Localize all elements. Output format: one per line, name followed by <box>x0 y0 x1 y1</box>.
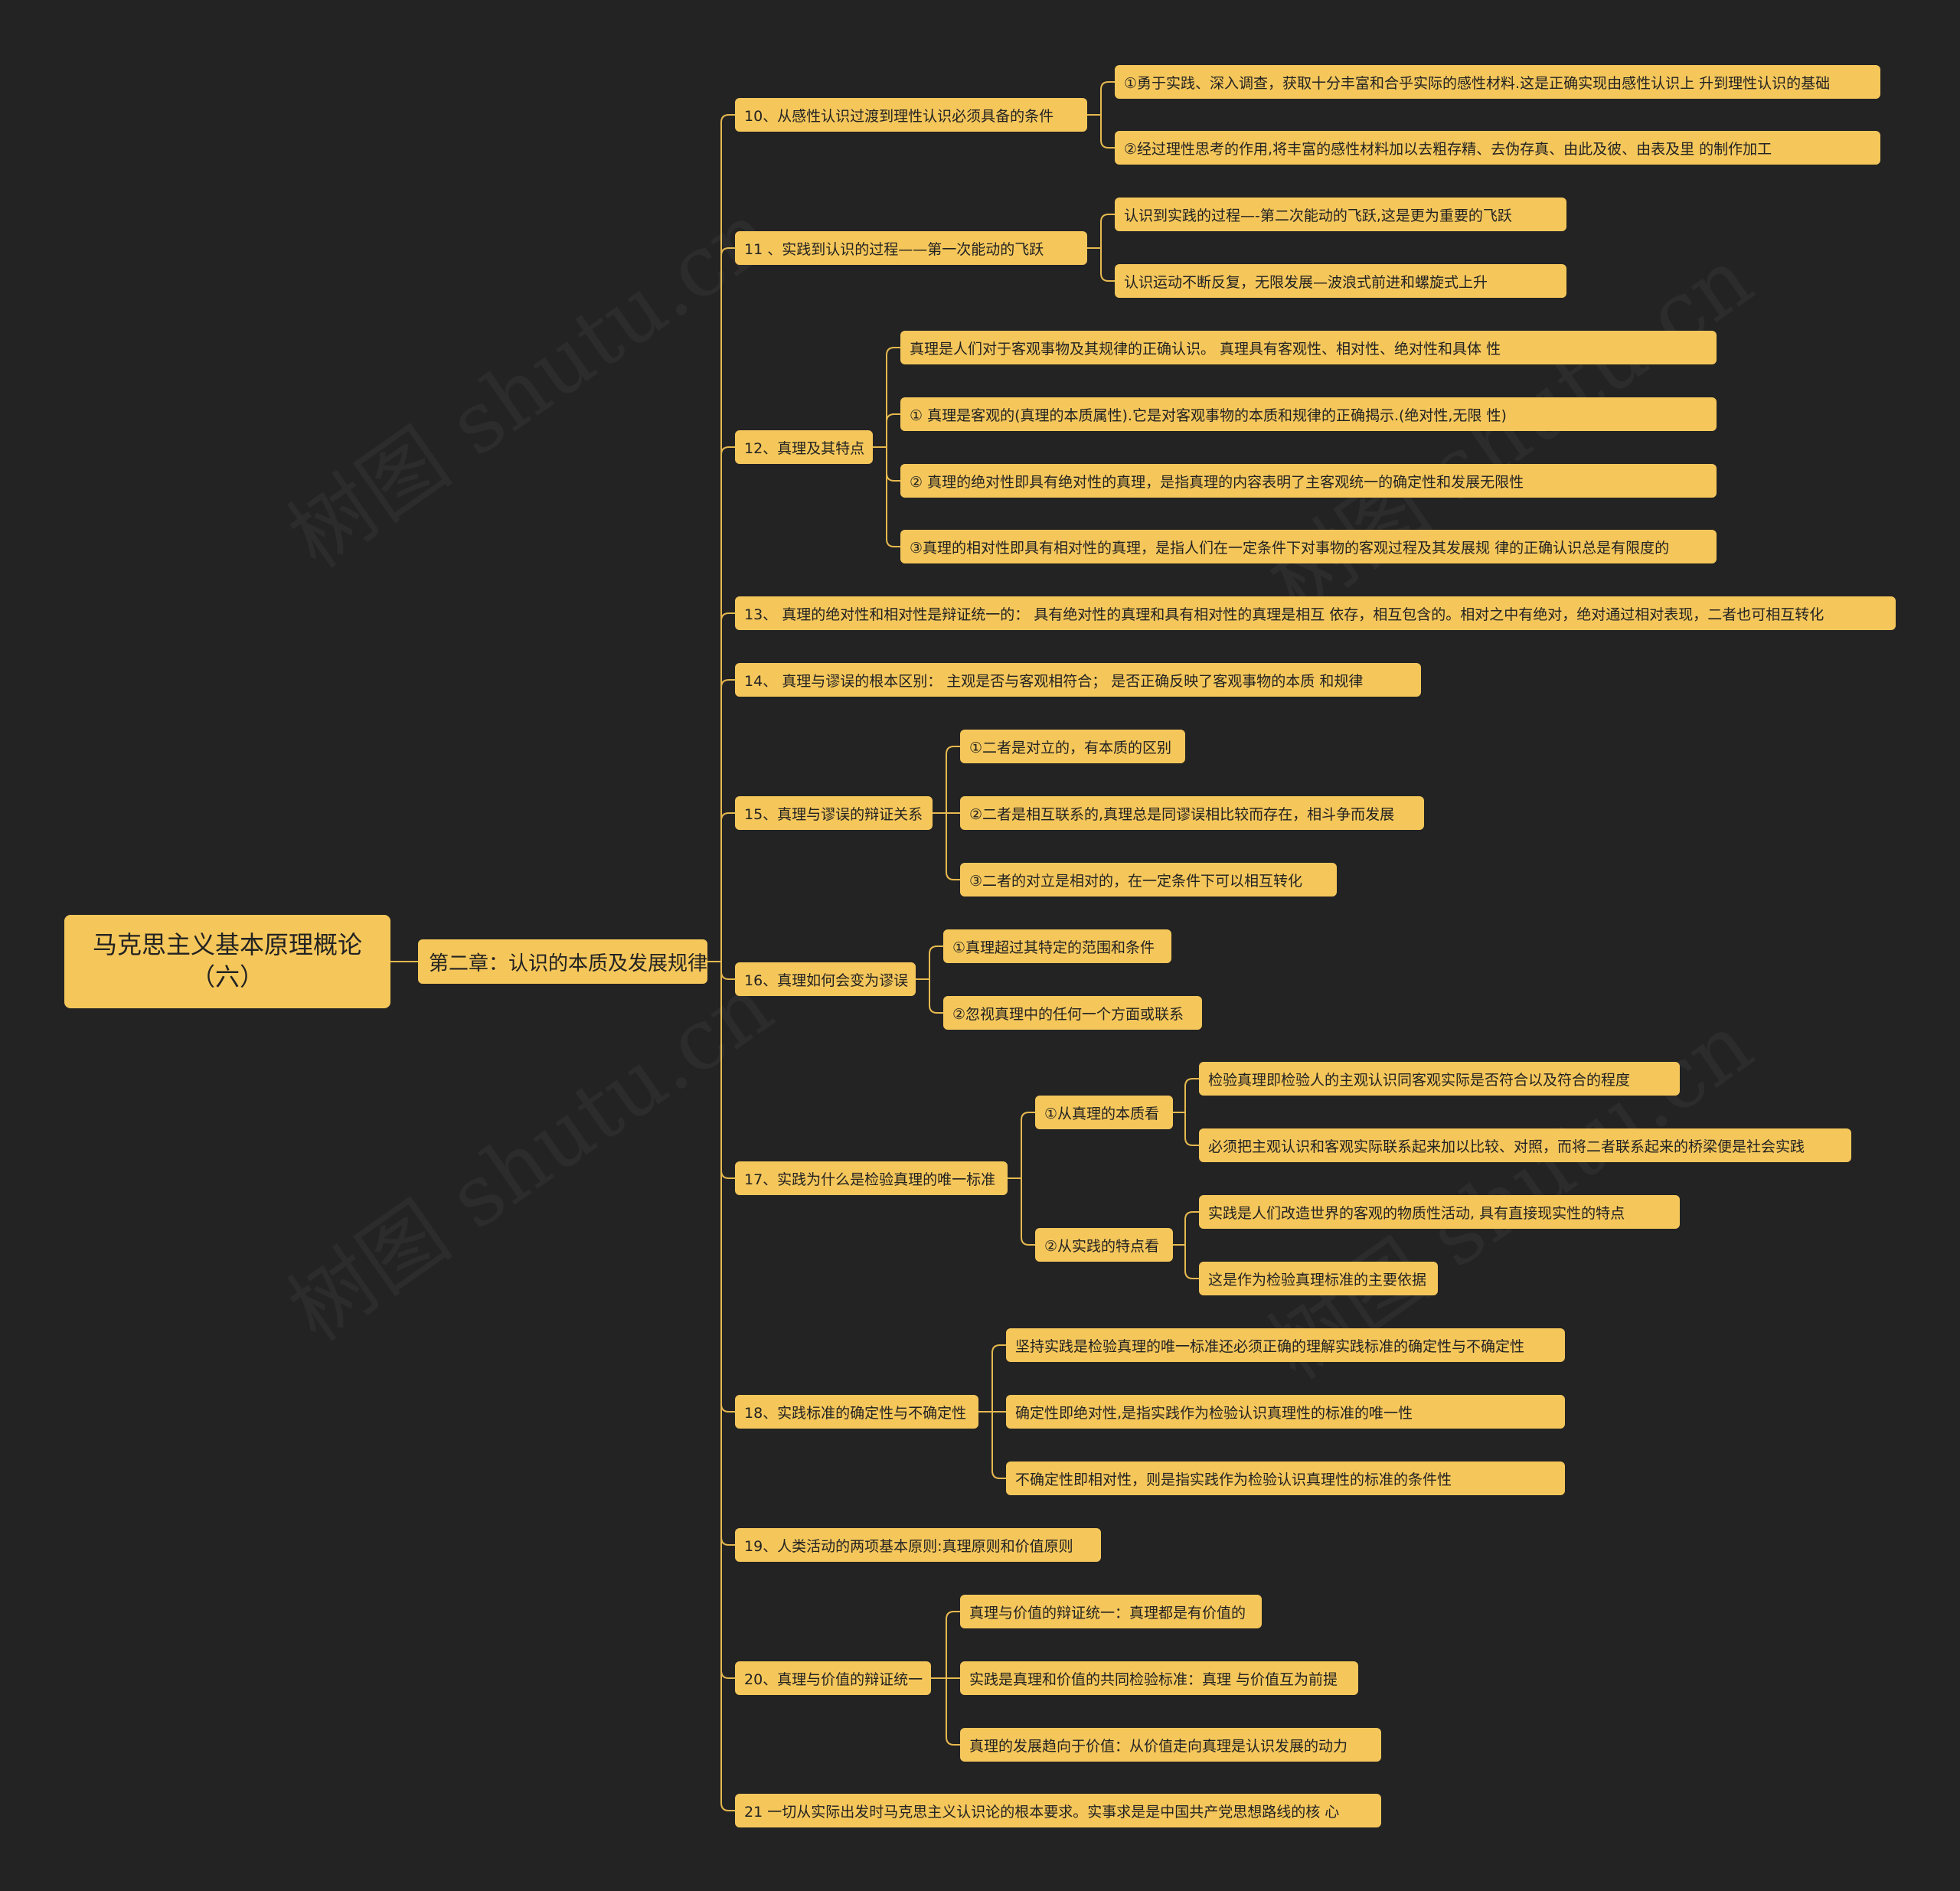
connector-line <box>886 447 900 482</box>
connector-line <box>720 962 735 1179</box>
connector-line <box>886 347 900 447</box>
detail-node[interactable]: ①真理超过其特定的范围和条件 <box>943 929 1171 963</box>
connector-line <box>946 1611 960 1678</box>
topic-node[interactable]: 12、真理及其特点 <box>735 430 873 464</box>
topic-node[interactable]: 14、 真理与谬误的根本区别： 主观是否与客观相符合； 是否正确反映了客观事物的… <box>735 663 1421 697</box>
connector-line <box>1100 248 1115 282</box>
topic-node[interactable]: 16、真理如何会变为谬误 <box>735 962 916 996</box>
sub-detail-node[interactable]: 实践是人们改造世界的客观的物质性活动, 具有直接现实性的特点 <box>1199 1195 1680 1229</box>
topic-node[interactable]: 15、真理与谬误的辩证关系 <box>735 796 933 830</box>
detail-node[interactable]: ①从真理的本质看 <box>1035 1096 1173 1129</box>
detail-node[interactable]: 确定性即绝对性,是指实践作为检验认识真理性的标准的唯一性 <box>1006 1395 1565 1429</box>
topic-node[interactable]: 19、人类活动的两项基本原则:真理原则和价值原则 <box>735 1528 1101 1562</box>
topic-node[interactable]: 13、 真理的绝对性和相对性是辩证统一的： 具有绝对性的真理和具有相对性的真理是… <box>735 596 1896 630</box>
connector-line <box>991 1412 1006 1479</box>
connector-line <box>1100 214 1115 248</box>
connector-line <box>720 247 735 962</box>
detail-node[interactable]: ②经过理性思考的作用,将丰富的感性材料加以去粗存精、去伪存真、由此及彼、由表及里… <box>1115 131 1880 165</box>
detail-node[interactable]: ①二者是对立的，有本质的区别 <box>960 730 1185 763</box>
chapter-node[interactable]: 第二章：认识的本质及发展规律 <box>418 939 707 984</box>
connector-line <box>720 612 735 962</box>
sub-detail-node[interactable]: 检验真理即检验人的主观认识同客观实际是否符合以及符合的程度 <box>1199 1062 1680 1096</box>
connector-line <box>720 962 735 1546</box>
topic-node[interactable]: 18、实践标准的确定性与不确定性 <box>735 1395 978 1429</box>
connector-line <box>1100 81 1115 115</box>
detail-node[interactable]: 不确定性即相对性，则是指实践作为检验认识真理性的标准的条件性 <box>1006 1462 1565 1495</box>
detail-node[interactable]: ① 真理是客观的(真理的本质属性).它是对客观事物的本质和规律的正确揭示.(绝对… <box>900 397 1717 431</box>
root-node[interactable]: 马克思主义基本原理概论（六） <box>64 915 390 1008</box>
detail-node[interactable]: 坚持实践是检验真理的唯一标准还必须正确的理解实践标准的确定性与不确定性 <box>1006 1328 1565 1362</box>
connector-line <box>1184 1078 1199 1112</box>
detail-node[interactable]: ②二者是相互联系的,真理总是同谬误相比较而存在，相斗争而发展 <box>960 796 1424 830</box>
topic-node[interactable]: 11 、实践到认识的过程——第一次能动的飞跃 <box>735 231 1087 265</box>
connector-line <box>720 446 735 962</box>
connector-line <box>929 946 943 979</box>
detail-node[interactable]: 实践是真理和价值的共同检验标准：真理 与价值互为前提 <box>960 1661 1358 1695</box>
connector-line <box>1021 1112 1035 1178</box>
connector-line <box>1184 1211 1199 1245</box>
detail-node[interactable]: 真理与价值的辩证统一：真理都是有价值的 <box>960 1595 1262 1628</box>
detail-node[interactable]: 认识运动不断反复，无限发展—波浪式前进和螺旋式上升 <box>1115 264 1566 298</box>
detail-node[interactable]: ②忽视真理中的任何一个方面或联系 <box>943 996 1202 1030</box>
connector-line <box>720 114 735 962</box>
connector-line <box>720 962 735 1679</box>
detail-node[interactable]: ①勇于实践、深入调查，获取十分丰富和合乎实际的感性材料.这是正确实现由感性认识上… <box>1115 65 1880 99</box>
connector-line <box>720 962 735 1413</box>
detail-node[interactable]: ③真理的相对性即具有相对性的真理，是指人们在一定条件下对事物的客观过程及其发展规… <box>900 530 1717 563</box>
sub-detail-node[interactable]: 这是作为检验真理标准的主要依据 <box>1199 1262 1438 1295</box>
connector-line <box>991 1344 1006 1412</box>
connector-line <box>720 962 735 1811</box>
detail-node[interactable]: 真理的发展趋向于价值：从价值走向真理是认识发展的动力 <box>960 1728 1381 1762</box>
connector-line <box>886 447 900 547</box>
connector-line <box>946 1678 960 1746</box>
detail-node[interactable]: ②从实践的特点看 <box>1035 1228 1173 1262</box>
connector-line <box>1184 1112 1199 1146</box>
detail-node[interactable]: 真理是人们对于客观事物及其规律的正确认识。 真理具有客观性、相对性、绝对性和具体… <box>900 331 1717 364</box>
connector-line <box>720 812 735 962</box>
topic-node[interactable]: 20、真理与价值的辩证统一 <box>735 1661 931 1695</box>
connector-line <box>720 962 735 980</box>
connector-line <box>1021 1178 1035 1246</box>
topic-node[interactable]: 21 一切从实际出发时马克思主义认识论的根本要求。实事求是是中国共产党思想路线的… <box>735 1794 1381 1827</box>
connector-line <box>886 413 900 447</box>
detail-node[interactable]: ② 真理的绝对性即具有绝对性的真理，是指真理的内容表明了主客观统一的确定性和发展… <box>900 464 1717 498</box>
connector-line <box>1184 1245 1199 1279</box>
detail-node[interactable]: ③二者的对立是相对的，在一定条件下可以相互转化 <box>960 863 1337 897</box>
connector-line <box>929 979 943 1014</box>
connector-line <box>946 813 960 880</box>
detail-node[interactable]: 认识到实践的过程—-第二次能动的飞跃,这是更为重要的飞跃 <box>1115 198 1566 231</box>
topic-node[interactable]: 17、实践为什么是检验真理的唯一标准 <box>735 1161 1008 1195</box>
connector-line <box>1100 115 1115 149</box>
topic-node[interactable]: 10、从感性认识过渡到理性认识必须具备的条件 <box>735 98 1087 132</box>
connector-line <box>946 746 960 813</box>
connector-line <box>720 679 735 962</box>
sub-detail-node[interactable]: 必须把主观认识和客观实际联系起来加以比较、对照，而将二者联系起来的桥梁便是社会实… <box>1199 1128 1851 1162</box>
